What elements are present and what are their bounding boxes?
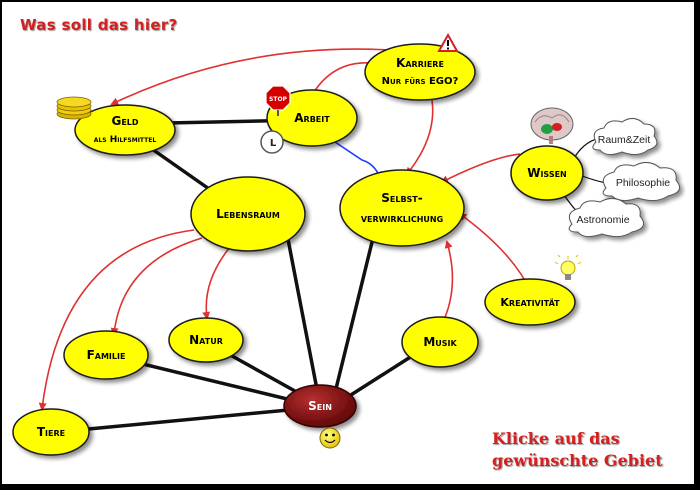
node-musik-label: Musik: [423, 335, 457, 349]
node-lebensraum-label: Lebensraum: [216, 207, 280, 221]
arrow-karriere-geld: [110, 48, 391, 106]
node-tiere-label: Tiere: [37, 425, 65, 439]
node-sein-label: Sein: [308, 399, 332, 413]
arrow-karriere-selbst: [405, 99, 434, 176]
warning-icon: [437, 32, 459, 52]
instruction-text: Klicke auf das gewünschte Gebiet: [492, 428, 663, 472]
cloud-astronomie-label: Astronomie: [576, 214, 629, 226]
node-lebensraum[interactable]: Lebensraum: [190, 176, 306, 252]
node-natur-label: Natur: [189, 333, 223, 347]
node-karriere[interactable]: Karriere Nur fürs EGO?: [364, 43, 476, 101]
clock-icon: L: [260, 130, 284, 154]
cloud-philosophie[interactable]: Philosophie: [602, 162, 681, 202]
node-karriere-line1: Karriere: [396, 56, 444, 70]
node-arbeit-label: Arbeit: [294, 111, 330, 125]
svg-text:L: L: [270, 138, 277, 149]
node-selbst-line1: Selbst-: [381, 191, 423, 205]
arrow-wissen-selbst: [440, 153, 521, 183]
node-kreativitaet[interactable]: Kreativität: [484, 278, 576, 326]
node-wissen[interactable]: Wissen: [510, 145, 584, 201]
node-selbst-line2: verwirklichung: [361, 212, 443, 225]
node-tiere[interactable]: Tiere: [12, 408, 90, 456]
node-selbstverwirklichung[interactable]: Selbst- verwirklichung: [339, 169, 465, 247]
node-geld-line2: als Hilfsmittel: [94, 135, 157, 145]
instruction-line-1: Klicke auf das: [492, 429, 620, 448]
page-title: Was soll das hier?: [20, 16, 178, 34]
instruction-line-2: gewünschte Gebiet: [492, 451, 663, 470]
arrow-lebensraum-tiere: [38, 229, 195, 411]
node-familie[interactable]: Familie: [63, 330, 149, 380]
link-arbeit-selbst: [331, 139, 382, 180]
node-geld[interactable]: Geld als Hilfsmittel: [74, 104, 176, 156]
structure-links: [56, 118, 435, 434]
stop-sign-icon: STOP: [265, 85, 291, 116]
node-kreativitaet-label: Kreativität: [500, 296, 560, 309]
node-geld-line1: Geld: [111, 114, 138, 128]
node-natur[interactable]: Natur: [168, 317, 244, 363]
link-lebensraum-sein: [285, 233, 322, 406]
cloud-raum-zeit-label: Raum&Zeit: [598, 134, 651, 146]
arrow-lebensraum-natur: [202, 246, 231, 320]
cloud-raum-zeit[interactable]: Raum&Zeit: [592, 118, 658, 156]
node-musik[interactable]: Musik: [401, 316, 479, 368]
svg-text:STOP: STOP: [269, 96, 288, 103]
arrow-kreativitaet-selbst: [458, 212, 531, 291]
cloud-astronomie[interactable]: Astronomie: [568, 198, 645, 238]
arrow-lebensraum-familie: [110, 237, 203, 336]
brain-icon: [530, 107, 574, 144]
node-sein[interactable]: Sein: [283, 384, 357, 428]
node-karriere-line2: Nur fürs EGO?: [382, 76, 459, 87]
coins-icon: [56, 96, 92, 120]
node-wissen-label: Wissen: [527, 166, 567, 180]
link-selbst-sein: [330, 229, 377, 406]
cloud-philosophie-label: Philosophie: [616, 177, 670, 189]
node-familie-label: Familie: [87, 348, 126, 362]
link-tiere-sein: [56, 405, 321, 434]
arrow-musik-selbst: [441, 240, 454, 325]
light-bulb-icon: [554, 254, 582, 280]
smiley-icon: [319, 427, 341, 449]
